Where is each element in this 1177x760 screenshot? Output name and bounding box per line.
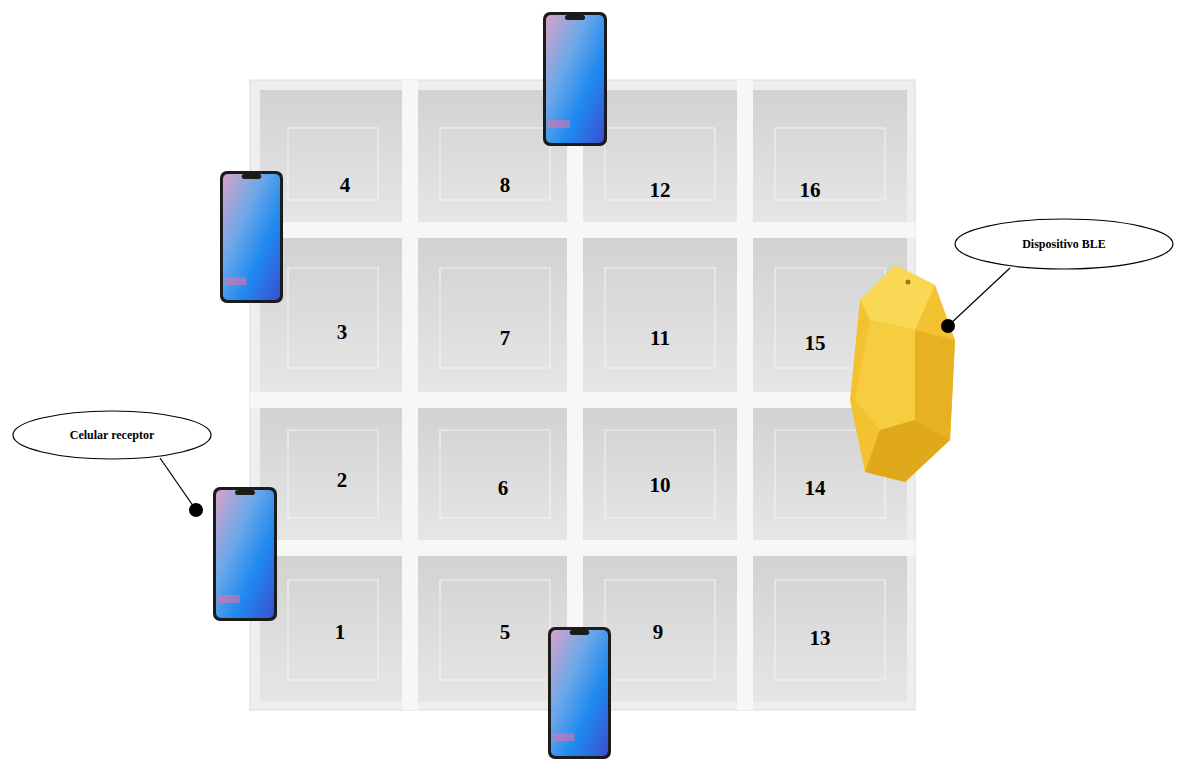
callout-text: Celular receptor xyxy=(70,428,155,443)
leader-dot xyxy=(941,319,955,333)
cubby-grid xyxy=(250,80,915,710)
callout-number: 7 xyxy=(500,326,511,351)
callout-number: 1 xyxy=(335,620,346,645)
callout-number: 16 xyxy=(800,178,821,203)
leader-line xyxy=(160,458,196,510)
phone xyxy=(220,171,283,303)
leader-dot xyxy=(189,503,203,517)
callout-number: 14 xyxy=(805,476,826,501)
callout-number: 3 xyxy=(337,320,348,345)
callout-number: 13 xyxy=(810,626,831,651)
callout-number: 4 xyxy=(340,173,351,198)
callout-number: 9 xyxy=(653,620,664,645)
callout-number: 6 xyxy=(498,476,509,501)
callout-number: 15 xyxy=(805,331,826,356)
callout-text: Dispositivo BLE xyxy=(1022,237,1106,252)
phone xyxy=(213,487,277,621)
callout-number: 8 xyxy=(500,173,511,198)
phone xyxy=(548,627,611,759)
callout-ellipse: Dispositivo BLE xyxy=(954,218,1174,270)
callout-number: 10 xyxy=(650,473,671,498)
callout-number: 5 xyxy=(500,620,511,645)
leader-line xyxy=(948,268,1010,326)
callout-number: 2 xyxy=(337,468,348,493)
callout-ellipse: Celular receptor xyxy=(12,410,212,460)
callout-number: 11 xyxy=(650,326,670,351)
callout-number: 12 xyxy=(650,178,671,203)
phone xyxy=(543,12,607,146)
ble-beacon xyxy=(850,265,955,482)
